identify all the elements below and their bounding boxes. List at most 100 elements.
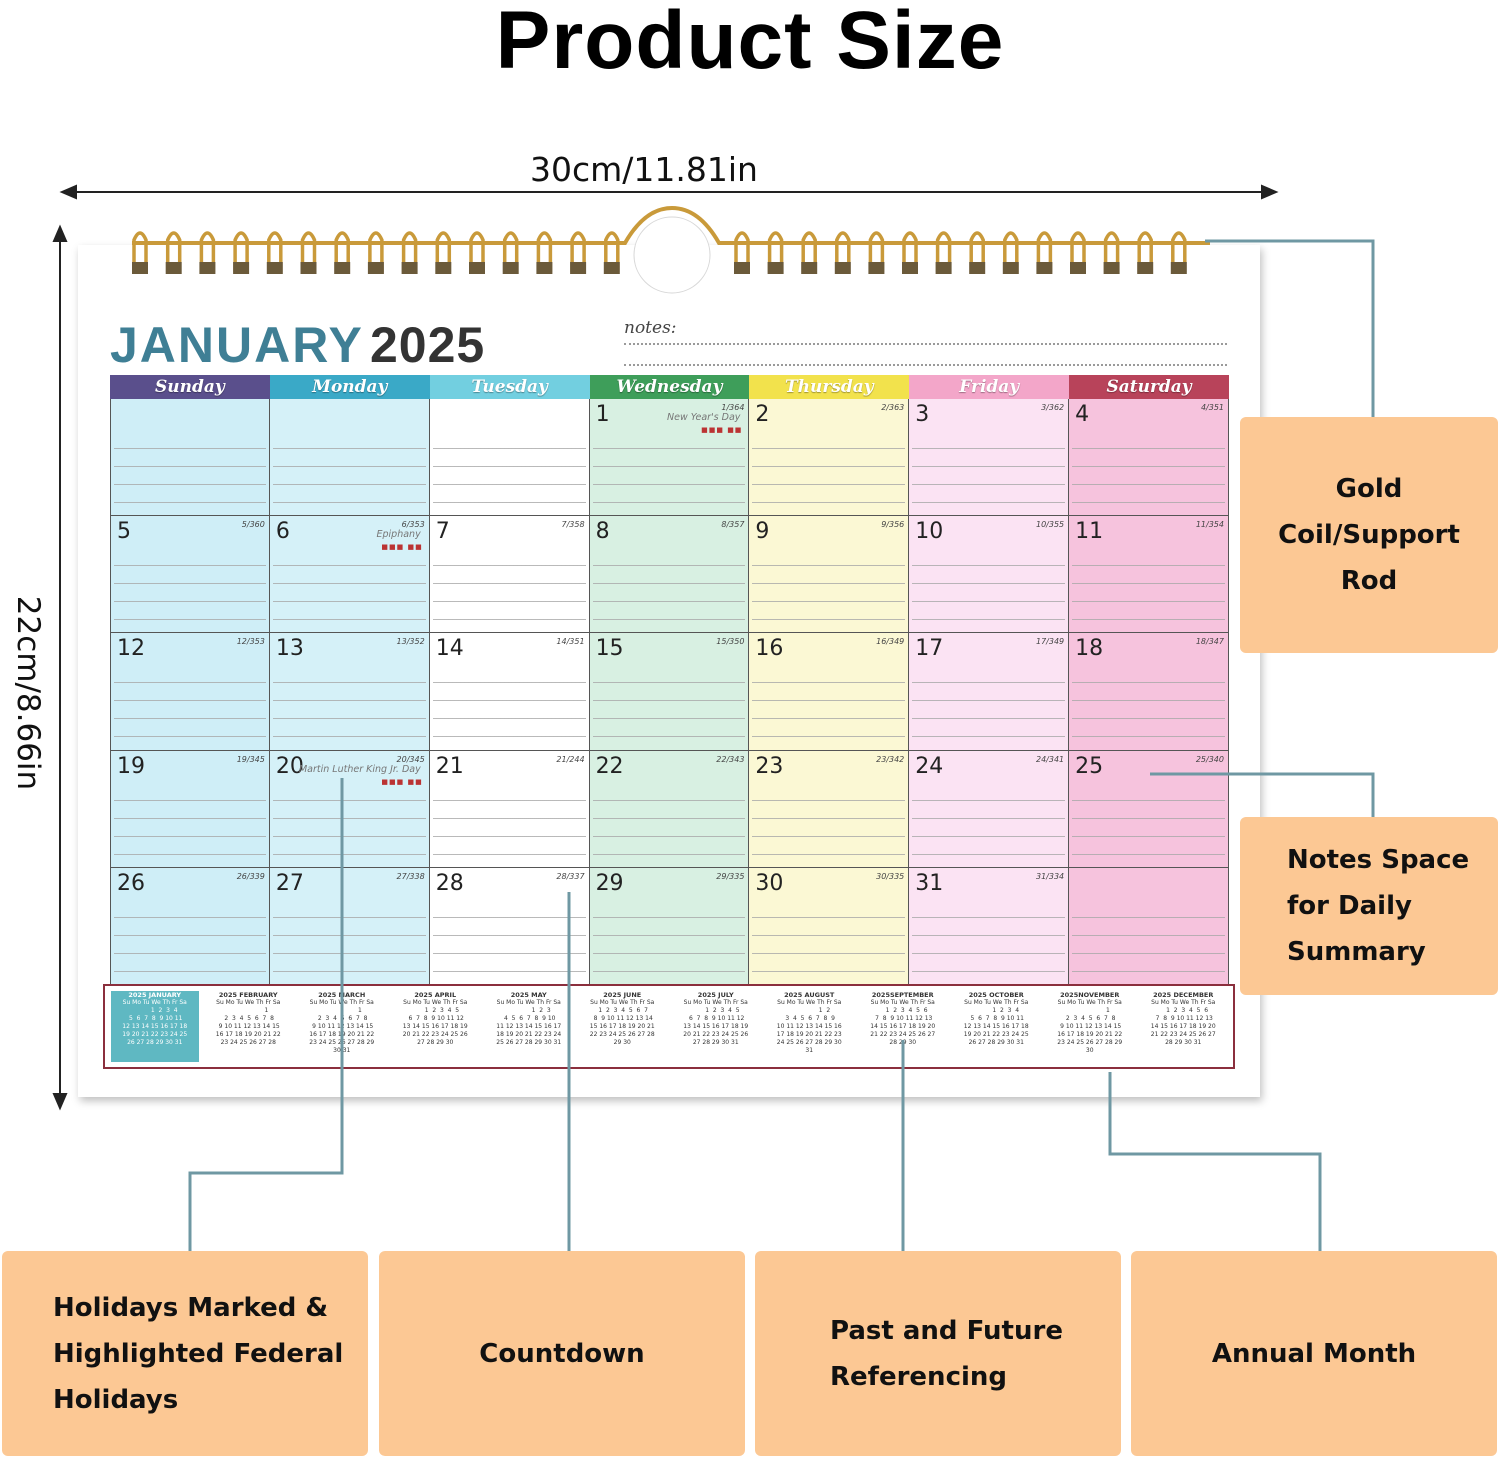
- mini-week-row: 3 4 5 6 7 8 9: [783, 1015, 835, 1022]
- mini-week-row: 22 23 24 25 26 27 28: [589, 1031, 655, 1038]
- day-countdown: 5/360: [241, 520, 265, 530]
- callout-text: Summary: [1287, 937, 1426, 967]
- holiday-label: New Year's Day: [667, 412, 741, 423]
- coil-punch-hole: [401, 262, 418, 274]
- width-dimension-label: 30cm/11.81in: [530, 150, 758, 189]
- note-lines: [114, 899, 266, 980]
- day-countdown: 18/347: [1195, 637, 1224, 647]
- coil-loop: [801, 231, 817, 272]
- mini-week-row: 1: [321, 1007, 362, 1014]
- callout-text: Highlighted Federal: [53, 1338, 344, 1369]
- coil-punch-hole: [969, 262, 986, 274]
- callout-gold-coil: Gold Coil/Support Rod: [1240, 417, 1498, 653]
- day-number: 11: [1075, 519, 1104, 545]
- mini-week-row: 13 14 15 16 17 18 19: [402, 1023, 468, 1030]
- day-number: 20: [275, 753, 304, 779]
- coil-punch-hole: [300, 262, 317, 274]
- callout-annual-month: Annual Month: [1131, 1251, 1497, 1456]
- day-countdown: 15/350: [716, 637, 745, 647]
- day-number: 15: [595, 636, 624, 662]
- mini-month-title: 2025 JANUARY: [128, 991, 182, 999]
- note-lines: [1072, 431, 1225, 512]
- day-number: 12: [117, 636, 145, 662]
- coil-loop: [199, 231, 216, 272]
- coil-loop: [835, 231, 851, 272]
- calendar-day-cell: [1069, 867, 1229, 985]
- day-number: 18: [1075, 636, 1104, 662]
- coil-punch-hole: [1002, 262, 1019, 274]
- day-countdown: 23/342: [876, 754, 905, 764]
- day-countdown: 22/343: [716, 754, 745, 764]
- calendar-year: 2025: [370, 317, 486, 373]
- weekday-header: Wednesday: [589, 375, 750, 399]
- coil-punch-hole: [868, 262, 885, 274]
- note-lines: [114, 431, 266, 512]
- mini-week-row: 12 13 14 15 16 17 18: [963, 1023, 1029, 1030]
- coil-punch-hole: [199, 262, 216, 274]
- mini-weekday-row: Su Mo Tu We Th Fr Sa: [777, 999, 842, 1006]
- coil-loop: [435, 231, 452, 272]
- day-countdown: 3/362: [1041, 403, 1065, 412]
- callout-referencing: Past and Future Referencing: [755, 1251, 1121, 1456]
- mini-week-row: 23 24 25 26 27 28 29: [1057, 1039, 1123, 1046]
- coil-loop: [132, 231, 148, 272]
- mini-weekday-row: Su Mo Tu We Th Fr Sa: [870, 999, 935, 1006]
- day-number: 1: [595, 402, 610, 427]
- note-lines: [1072, 899, 1225, 980]
- note-lines: [752, 665, 906, 746]
- mini-week-row: 1 2 3 4 5 6 7: [596, 1007, 648, 1014]
- mini-week-row: 1: [228, 1007, 269, 1014]
- coil-loop: [1070, 231, 1086, 272]
- callout-text: Notes Space: [1287, 845, 1470, 875]
- callout-text: Coil/Support: [1278, 520, 1460, 550]
- mini-weekday-row: Su Mo Tu We Th Fr Sa: [216, 999, 281, 1006]
- day-number: 2: [755, 402, 770, 427]
- coil-punch-hole: [334, 262, 351, 274]
- coil-loop: [734, 231, 750, 272]
- note-lines: [592, 782, 746, 863]
- note-lines: [592, 665, 746, 746]
- note-lines: [912, 782, 1066, 863]
- day-number: 9: [755, 519, 770, 545]
- coil-punch-hole: [734, 262, 750, 274]
- mini-week-row: 19 20 21 22 23 24 25: [122, 1031, 188, 1038]
- callout-holidays: Holidays Marked & Highlighted Federal Ho…: [2, 1251, 368, 1456]
- note-lines: [1072, 548, 1225, 629]
- day-number: 23: [755, 753, 784, 779]
- mini-week-row: 11 12 13 14 15 16 17: [496, 1023, 562, 1030]
- mini-week-row: 5 6 7 8 9 10 11: [127, 1015, 183, 1022]
- day-countdown: 12/353: [236, 637, 265, 647]
- mini-month-title: 2025 AUGUST: [784, 991, 835, 999]
- mini-week-row: 1 2 3 4 5 6: [877, 1007, 928, 1014]
- flag-icons: ■■■ ■■: [701, 426, 743, 434]
- note-lines: [752, 431, 906, 512]
- day-countdown: 29/335: [716, 871, 745, 881]
- note-lines: [432, 782, 586, 863]
- day-countdown: 24/341: [1035, 754, 1065, 764]
- mini-week-row: 25 26 27 28 29 30 31: [496, 1039, 562, 1046]
- mini-month-title: 2025 JUNE: [603, 991, 642, 999]
- coil-punch-hole: [935, 262, 952, 274]
- coil-loop: [469, 231, 485, 272]
- day-countdown: 17/349: [1035, 637, 1065, 647]
- calendar-day-cell: 15 15/350: [589, 633, 750, 751]
- coil-punch-hole: [834, 262, 851, 274]
- coil-punch-hole: [266, 262, 283, 274]
- mini-week-row: 6 7 8 9 10 11 12: [406, 1015, 464, 1022]
- mini-week-row: 2 3 4 5 6 7 8: [222, 1015, 274, 1022]
- day-countdown: 16/349: [876, 637, 905, 647]
- note-lines: [272, 548, 426, 629]
- coil-loop: [401, 231, 418, 272]
- flag-icons: ■■■ ■■: [381, 543, 423, 552]
- coil-punch-hole: [1070, 262, 1086, 274]
